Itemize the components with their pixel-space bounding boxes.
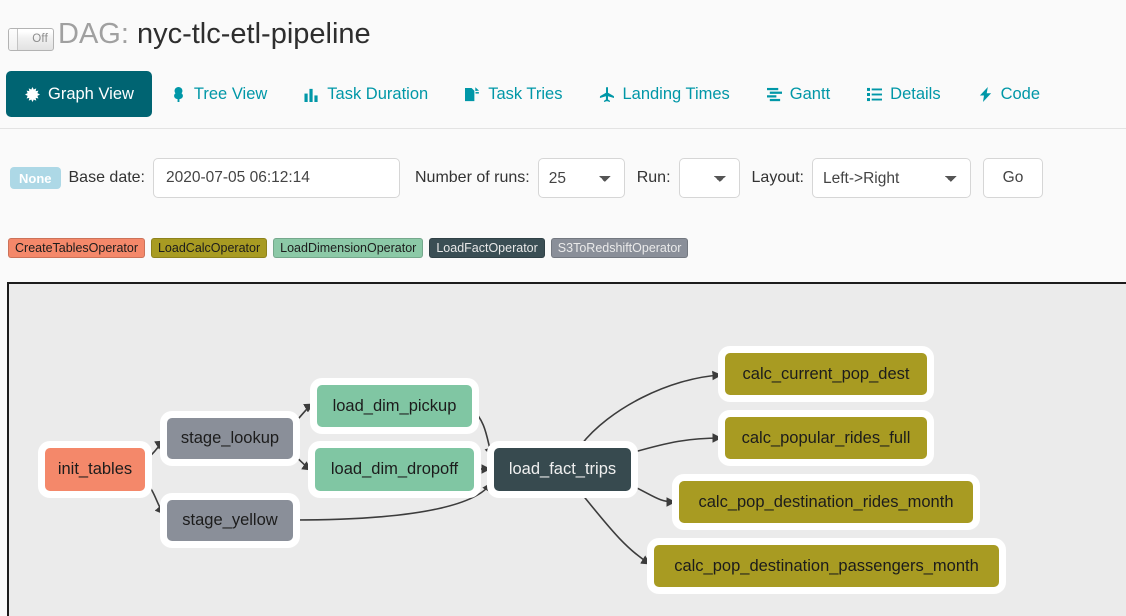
tree-icon (170, 86, 187, 103)
edge-load_fact_trips-to-calc_pop_destination_passengers_month (580, 492, 651, 565)
edge-load_fact_trips-to-calc_current_pop_dest (580, 370, 722, 446)
page-header: Off DAG: nyc-tlc-etl-pipeline (0, 0, 1126, 64)
legend-chip-S3ToRedshiftOperator[interactable]: S3ToRedshiftOperator (550, 238, 689, 258)
tab-label: Task Tries (488, 84, 563, 103)
base-date-label: Base date: (68, 169, 146, 186)
dag-node-calc_current_pop_dest[interactable]: calc_current_pop_dest (725, 353, 927, 395)
number-of-runs-label: Number of runs: (415, 169, 530, 186)
dag-name: nyc-tlc-etl-pipeline (136, 18, 371, 50)
tab-task-duration[interactable]: Task Duration (285, 71, 446, 117)
base-date-input[interactable] (153, 158, 400, 198)
run-select[interactable] (678, 158, 740, 198)
legend-chip-LoadCalcOperator[interactable]: LoadCalcOperator (150, 238, 268, 258)
tab-label: Task Duration (327, 84, 429, 103)
legend-chip-CreateTablesOperator[interactable]: CreateTablesOperator (8, 238, 145, 258)
dag-graph-canvas[interactable]: init_tables stage_lookup stage_yellow load_… (7, 282, 1126, 616)
plane-icon (598, 86, 615, 103)
tab-gantt[interactable]: Gantt (748, 71, 848, 117)
page-title: DAG: nyc-tlc-etl-pipeline (58, 16, 371, 52)
dag-node-calc_popular_rides_full[interactable]: calc_popular_rides_full (725, 417, 927, 459)
tab-graph-view[interactable]: Graph View (6, 71, 152, 117)
dag-node-load_dim_dropoff[interactable]: load_dim_dropoff (315, 448, 474, 491)
tab-label: Details (890, 84, 941, 103)
tab-label: Landing Times (622, 84, 730, 103)
list-icon (866, 86, 883, 103)
toggle-knob (9, 29, 18, 50)
view-tabs: Graph View Tree View Task Duration Task Tri… (0, 66, 1126, 122)
toggle-state-label: Off (32, 32, 48, 45)
layout-select[interactable]: Left->RightRight->LeftTop->BottomBottom-… (812, 158, 971, 198)
bolt-icon (977, 86, 994, 103)
tab-code[interactable]: Code (959, 71, 1058, 117)
dag-pause-toggle[interactable]: Off (8, 28, 54, 51)
tab-label: Graph View (48, 84, 134, 103)
tab-tree-view[interactable]: Tree View (152, 71, 285, 117)
dag-node-calc_pop_destination_rides_month[interactable]: calc_pop_destination_rides_month (679, 481, 973, 523)
tab-label: Tree View (193, 84, 268, 103)
edge-load_fact_trips-to-calc_popular_rides_full (630, 433, 722, 454)
status-badge: None (10, 167, 61, 189)
graph-inner: init_tables stage_lookup stage_yellow load_… (9, 284, 1126, 616)
pages-icon (464, 86, 481, 103)
tab-landing-times[interactable]: Landing Times (580, 71, 747, 117)
dag-label: DAG: (58, 18, 129, 50)
run-label: Run: (636, 169, 671, 186)
dag-node-calc_pop_destination_passengers_month[interactable]: calc_pop_destination_passengers_month (654, 545, 999, 587)
tab-label: Code (1000, 84, 1041, 103)
edge-init_tables-to-stage_lookup (144, 440, 165, 461)
tab-details[interactable]: Details (848, 71, 958, 117)
edge-load_fact_trips-to-calc_pop_destination_rides_month (630, 484, 676, 507)
dag-node-init_tables[interactable]: init_tables (45, 448, 145, 491)
tab-label: Gantt (789, 84, 831, 103)
layout-label: Layout: (751, 169, 804, 186)
dag-node-stage_lookup[interactable]: stage_lookup (167, 418, 293, 459)
edge-init_tables-to-stage_yellow (144, 481, 165, 515)
dag-node-stage_yellow[interactable]: stage_yellow (167, 500, 293, 541)
go-button[interactable]: Go (983, 158, 1043, 198)
gantt-icon (766, 86, 783, 103)
number-of-runs-select[interactable]: 52550100365 (537, 158, 625, 198)
edge-stage_lookup-to-load_dim_pickup (292, 403, 314, 425)
run-controls-bar: None Base date: Number of runs: 52550100… (0, 150, 1126, 206)
legend-chip-LoadFactOperator[interactable]: LoadFactOperator (429, 238, 545, 258)
legend-chip-LoadDimensionOperator[interactable]: LoadDimensionOperator (273, 238, 424, 258)
edge-load_dim_pickup-to-load_fact_trips (471, 408, 494, 457)
bar-chart-icon (303, 86, 320, 103)
tab-task-tries[interactable]: Task Tries (446, 71, 580, 117)
edge-stage_lookup-to-load_dim_dropoff (292, 453, 312, 471)
dag-node-load_fact_trips[interactable]: load_fact_trips (494, 448, 631, 491)
dag-node-load_dim_pickup[interactable]: load_dim_pickup (317, 385, 472, 427)
starburst-icon (24, 86, 41, 103)
nav-divider (0, 128, 1126, 129)
